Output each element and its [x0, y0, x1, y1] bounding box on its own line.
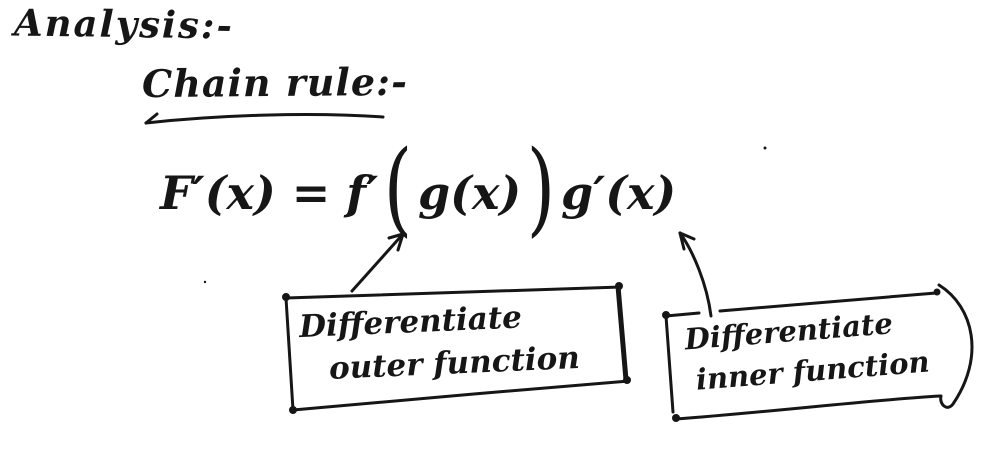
ink-speck — [203, 280, 207, 284]
close-paren: ) — [526, 129, 556, 249]
chain-rule-formula: F′(x) = f′ ( g(x) ) g′(x) — [156, 132, 680, 254]
outer-derivative: f′ — [346, 166, 379, 220]
inner-derivative: g′(x) — [560, 166, 677, 220]
open-paren: ( — [383, 129, 413, 249]
formula-lhs: F′(x) — [160, 166, 276, 220]
left-annotation-box: Differentiate outer function — [298, 294, 581, 393]
right-arrow — [678, 231, 713, 318]
equals-sign: = — [291, 166, 331, 220]
page-title: Analysis:- — [13, 0, 235, 48]
section-title-underline — [144, 113, 385, 125]
section-title: Chain rule:- — [141, 58, 409, 107]
inner-function: g(x) — [418, 166, 522, 220]
section-title-underline-tick — [144, 112, 159, 125]
left-arrow — [350, 232, 405, 293]
right-annotation-box-outline — [662, 283, 974, 422]
left-annotation-box-outline — [282, 282, 631, 414]
ink-speck — [763, 146, 767, 150]
